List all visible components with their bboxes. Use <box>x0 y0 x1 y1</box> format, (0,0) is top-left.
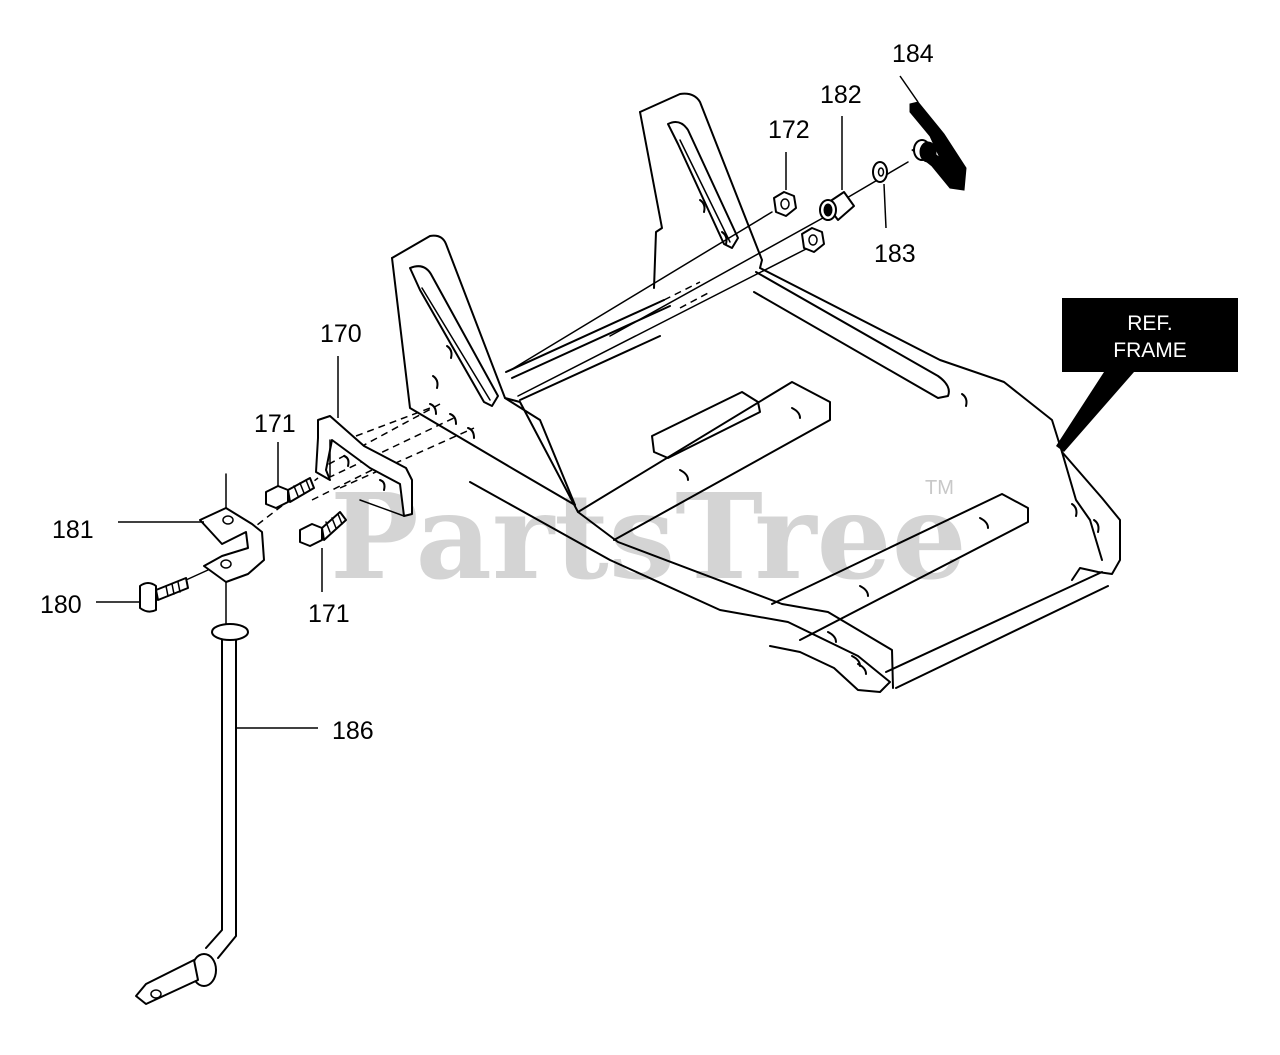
part-171-bolt-lower <box>299 511 347 547</box>
ref-frame-pointer <box>1056 372 1134 452</box>
label-172: 172 <box>768 116 810 144</box>
part-172-nut-lower <box>801 227 825 253</box>
assembly-lines <box>185 161 909 629</box>
part-172-nut-upper <box>773 191 797 217</box>
leader-lines <box>96 75 919 729</box>
ref-frame-box <box>1062 298 1238 372</box>
label-182: 182 <box>820 81 862 109</box>
label-186: 186 <box>332 717 374 745</box>
part-186-rod <box>135 623 249 1005</box>
frame-drawing <box>391 92 1121 693</box>
label-171-upper: 171 <box>254 410 296 438</box>
part-180-bolt <box>139 577 189 613</box>
label-170: 170 <box>320 320 362 348</box>
part-labels: 184 182 172 183 170 171 181 180 171 186 <box>40 40 934 745</box>
watermark-text: PartsTree <box>330 467 967 606</box>
label-183: 183 <box>874 240 916 268</box>
part-171-bolt-upper <box>265 477 315 509</box>
ref-frame-line2: FRAME <box>1113 339 1187 362</box>
part-183-washer <box>872 161 888 183</box>
watermark-trademark: TM <box>925 477 954 499</box>
ref-frame-callout: REF. FRAME <box>1056 298 1238 452</box>
label-181: 181 <box>52 516 94 544</box>
part-170-bracket <box>315 415 413 517</box>
part-182-spacer <box>819 191 855 221</box>
label-184: 184 <box>892 40 934 68</box>
part-181-clip <box>199 507 265 583</box>
label-180: 180 <box>40 591 82 619</box>
watermark: PartsTree TM <box>330 467 967 606</box>
label-171-lower: 171 <box>308 600 350 628</box>
ref-frame-line1: REF. <box>1127 312 1173 335</box>
part-184-knob <box>909 101 967 191</box>
